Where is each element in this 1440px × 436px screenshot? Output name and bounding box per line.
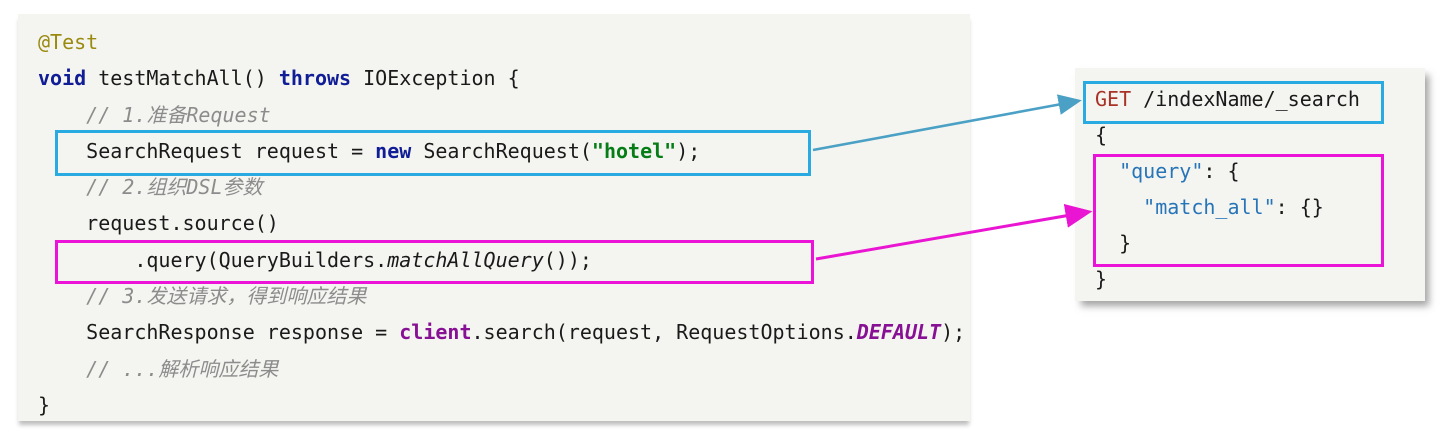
code-segment: IOException { xyxy=(351,66,520,91)
code-segment: } xyxy=(1095,267,1108,291)
code-segment xyxy=(1095,159,1119,183)
code-line: "match_all": {} xyxy=(1095,189,1360,225)
code-line: SearchRequest request = new SearchReques… xyxy=(38,133,965,169)
code-segment: matchAllQuery xyxy=(387,247,544,272)
code-line: // 1.准备Request xyxy=(38,97,965,133)
code-line: request.source() xyxy=(38,205,965,241)
code-segment: "match_all" xyxy=(1143,195,1276,219)
code-line: .query(QueryBuilders.matchAllQuery()); xyxy=(38,242,965,278)
code-segment: // 2.组织DSL参数 xyxy=(38,175,263,200)
dsl-panel: GET /indexName/_search { "query": { "matc… xyxy=(1075,68,1425,301)
code-line: @Test xyxy=(38,24,965,60)
code-line: { xyxy=(1095,117,1360,153)
code-line: SearchResponse response = client.search(… xyxy=(38,314,965,350)
code-segment: .search(request, RequestOptions. xyxy=(471,320,857,345)
code-segment: DEFAULT xyxy=(856,320,942,345)
code-segment: testMatchAll() xyxy=(86,66,279,91)
code-segment: // 3.发送请求，得到响应结果 xyxy=(38,284,367,309)
code-segment: throws xyxy=(278,66,352,91)
code-segment: @Test xyxy=(38,30,99,54)
code-segment: : { xyxy=(1203,159,1240,183)
code-segment xyxy=(1095,195,1143,219)
code-segment: } xyxy=(38,392,51,417)
code-segment: { xyxy=(1095,123,1108,147)
code-segment: SearchResponse response = xyxy=(38,320,400,345)
code-segment: ); xyxy=(676,138,701,163)
dsl-code: GET /indexName/_search { "query": { "matc… xyxy=(1075,68,1360,297)
code-line: "query": { xyxy=(1095,153,1360,189)
code-line: } xyxy=(1095,225,1360,261)
java-code: @Test void testMatchAll() throws IOExcept… xyxy=(18,14,965,423)
code-segment: "query" xyxy=(1119,159,1204,183)
code-line: } xyxy=(38,387,965,423)
code-segment: GET xyxy=(1095,87,1132,111)
java-code-panel: @Test void testMatchAll() throws IOExcept… xyxy=(18,14,970,421)
code-segment: } xyxy=(1095,231,1132,255)
code-segment: : {} xyxy=(1275,195,1324,219)
code-line: // ...解析响应结果 xyxy=(38,351,965,387)
code-segment: .query(QueryBuilders. xyxy=(38,247,388,272)
code-segment: request.source() xyxy=(38,211,279,236)
code-segment: "hotel" xyxy=(591,138,677,163)
code-segment: // ...解析响应结果 xyxy=(38,356,279,381)
code-segment: SearchRequest request = xyxy=(38,138,376,163)
code-segment: void xyxy=(38,66,87,91)
code-line: // 3.发送请求，得到响应结果 xyxy=(38,278,965,314)
code-line: void testMatchAll() throws IOException { xyxy=(38,60,965,96)
code-segment: ()); xyxy=(543,247,592,272)
code-segment: ); xyxy=(941,320,966,345)
code-line: } xyxy=(1095,261,1360,297)
code-line: // 2.组织DSL参数 xyxy=(38,169,965,205)
code-segment: // 1.准备Request xyxy=(38,102,271,127)
code-line: GET /indexName/_search xyxy=(1095,81,1360,117)
code-segment: new xyxy=(375,138,412,163)
code-segment: client xyxy=(399,320,472,345)
code-segment: /indexName/_search xyxy=(1131,87,1360,111)
code-segment: SearchRequest( xyxy=(411,138,592,163)
